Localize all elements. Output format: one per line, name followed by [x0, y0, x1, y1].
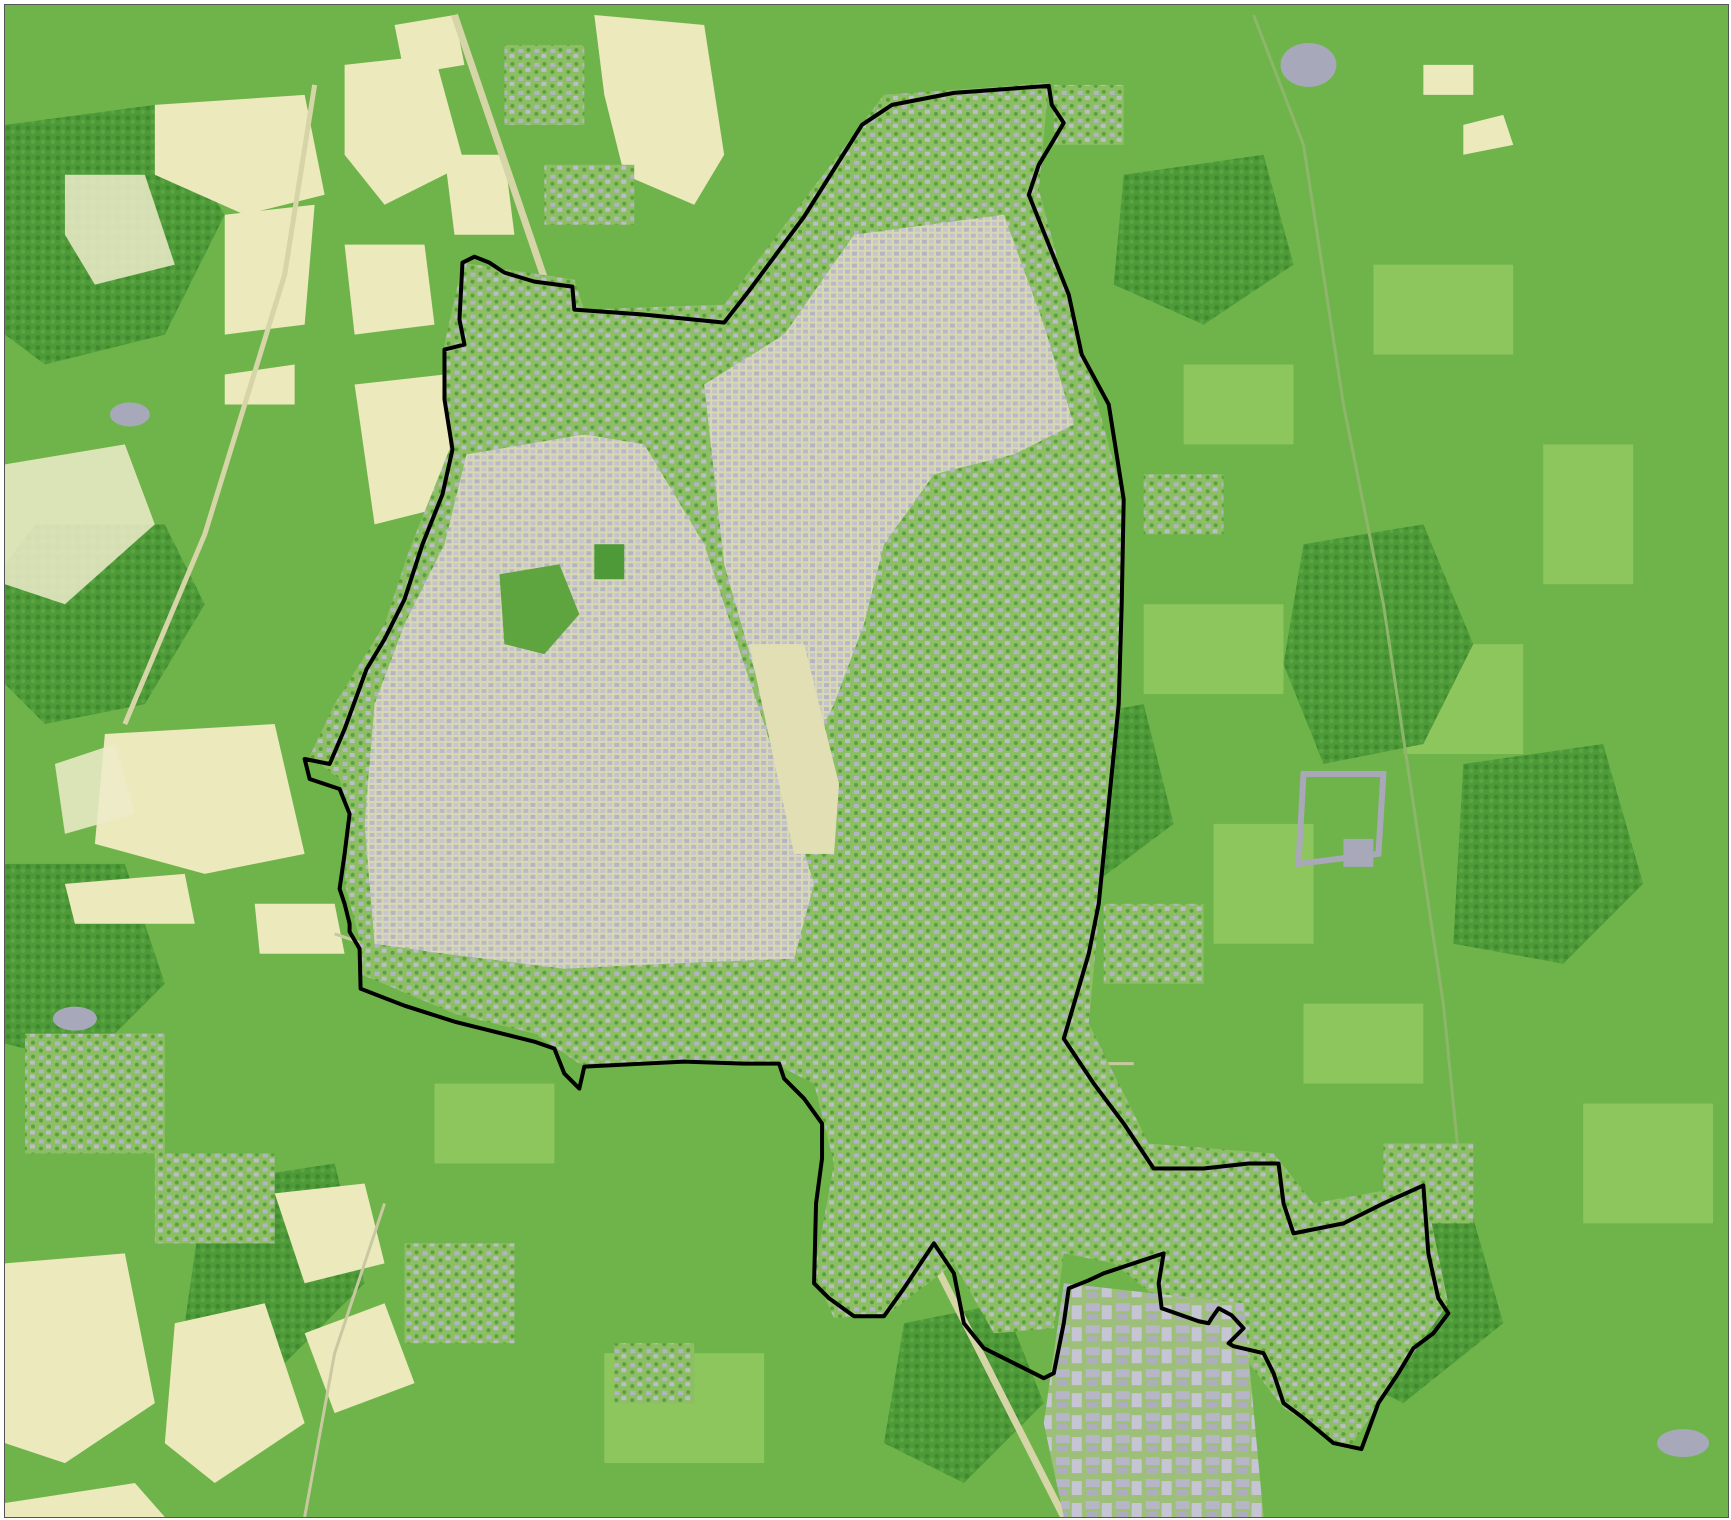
- water-bodies: [52, 42, 1710, 1458]
- dense-neighbourhood-east: [704, 214, 1074, 764]
- park-clump: [594, 544, 625, 580]
- suburban-fringe: [309, 82, 1449, 1450]
- farm-square: [1295, 770, 1387, 868]
- urban-area: [309, 82, 1449, 1517]
- arable-fields: [5, 14, 1514, 1517]
- rural-buildings: [24, 44, 1474, 1404]
- sports-fields: [749, 644, 840, 854]
- dense-neighbourhood-west: [364, 434, 815, 969]
- hazy-fields: [5, 174, 175, 834]
- central-park: [499, 564, 580, 655]
- study-area-boundary[interactable]: [302, 83, 1451, 1452]
- aerial-map[interactable]: [5, 5, 1728, 1517]
- map-frame: [4, 4, 1729, 1518]
- industrial-zone: [1043, 1283, 1264, 1517]
